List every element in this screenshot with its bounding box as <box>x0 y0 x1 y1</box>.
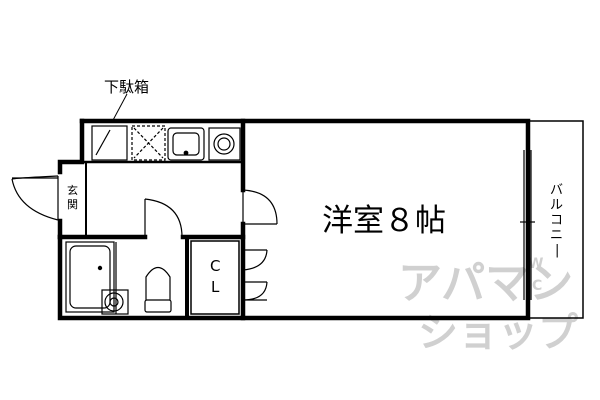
shoe-box-label: 下駄箱 <box>104 78 149 96</box>
balcony-label: バ ル コ ニ | <box>550 183 563 258</box>
closet-label-l: L <box>211 278 220 296</box>
svg-text:ル: ル <box>550 198 563 213</box>
bathtub <box>65 241 115 313</box>
entrance-label-1: 玄 <box>67 183 78 197</box>
watermark-line1: アパマン <box>398 258 573 309</box>
svg-text:ニ: ニ <box>550 228 563 243</box>
stove <box>208 127 241 161</box>
svg-text:|: | <box>555 243 559 258</box>
washbasin <box>101 289 129 315</box>
svg-text:バ: バ <box>550 183 563 198</box>
entrance-label-2: 関 <box>67 198 78 211</box>
toilet-tank <box>144 299 172 313</box>
balcony <box>520 120 584 319</box>
kitchen-fixtures <box>91 125 241 161</box>
sink <box>167 127 205 161</box>
shoe-box-leader <box>111 93 128 123</box>
watermark: アパマン ショップ W C <box>398 256 578 356</box>
watermark-small-w: W <box>528 256 543 272</box>
shoe-box <box>91 125 128 161</box>
svg-text:コ: コ <box>550 213 563 228</box>
fridge-space <box>131 125 166 161</box>
toilet-bowl <box>145 266 171 300</box>
watermark-small-c: C <box>532 278 542 294</box>
western-room-label: 洋室８帖 <box>322 203 446 239</box>
closet-label-c: C <box>210 257 220 275</box>
bath-fixtures <box>65 241 172 315</box>
doors <box>11 175 278 301</box>
